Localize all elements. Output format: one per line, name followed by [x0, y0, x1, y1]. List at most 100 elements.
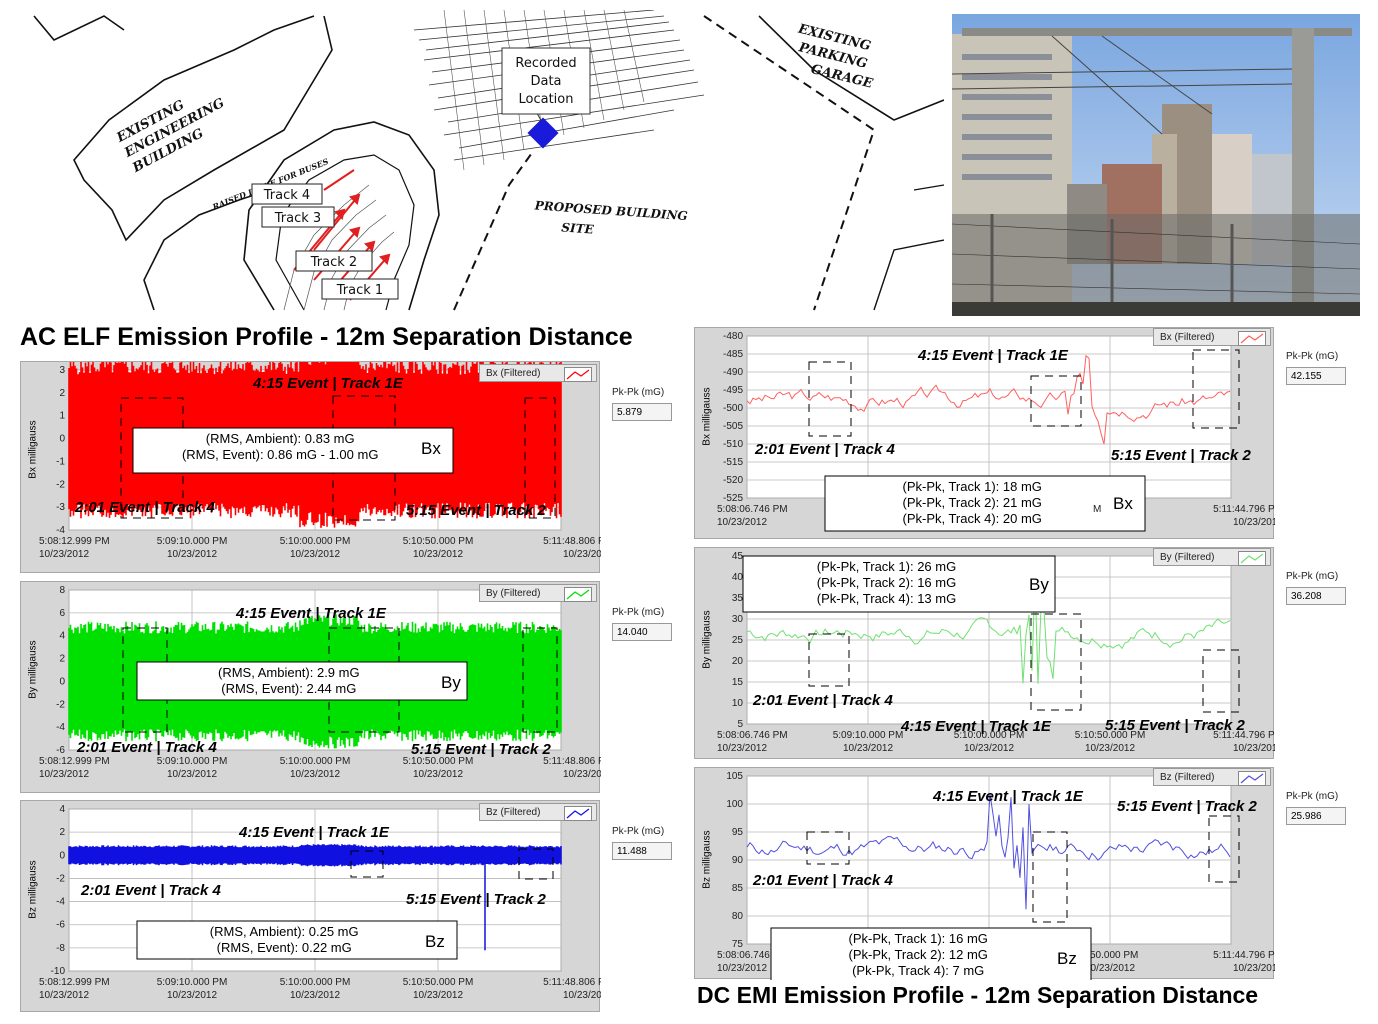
x-tick-date: 10/23/2012: [167, 769, 217, 780]
y-tick-label: 3: [59, 365, 65, 376]
x-tick-label: 5:10:00.000 PM: [954, 730, 1025, 741]
y-tick-label: 2: [59, 388, 65, 399]
event-bracket: [806, 831, 850, 865]
event-bracket: [1192, 349, 1240, 429]
x-tick-label: 5:08:12.999 PM: [39, 977, 110, 988]
x-tick-label: 5:09:10.000 PM: [833, 730, 904, 741]
y-tick-label: -8: [56, 943, 65, 954]
chart-ac_bz: 420-2-4-6-8-105:08:12.999 PM10/23/20125:…: [39, 804, 601, 1001]
y-tick-label: -10: [51, 966, 66, 977]
event-bracket: [1032, 831, 1068, 923]
info-line: (Pk-Pk, Track 1): 18 mG: [902, 479, 1041, 494]
y-tick-label: -1: [56, 456, 65, 467]
series-legend[interactable]: Bz (Filtered): [1153, 768, 1271, 786]
y-axis-label: Bx milligauss: [27, 420, 39, 479]
x-tick-date: 10/23/2012: [843, 743, 893, 754]
event-bracket: [1030, 375, 1082, 427]
event-bracket: [522, 627, 558, 733]
component-tag: By: [1029, 575, 1049, 594]
event-label: 4:15 Event | Track 1E: [235, 605, 387, 622]
series-legend[interactable]: Bx (Filtered): [479, 364, 597, 382]
series-legend[interactable]: By (Filtered): [1153, 548, 1271, 566]
info-line: (RMS, Ambient): 0.25 mG: [210, 924, 359, 939]
x-tick-date: 10/23/2012: [167, 549, 217, 560]
y-tick-label: 6: [59, 608, 65, 619]
pk-pk-label: Pk-Pk (mG): [612, 387, 665, 398]
y-tick-label: 2: [59, 654, 65, 665]
event-bracket: [122, 627, 168, 733]
series-legend[interactable]: By (Filtered): [479, 584, 597, 602]
info-line: (Pk-Pk, Track 4): 20 mG: [902, 511, 1041, 526]
y-tick-label: -515: [723, 457, 743, 468]
pk-pk-label: Pk-Pk (mG): [612, 826, 665, 837]
x-tick-label: 5:10:00.000 PM: [280, 756, 351, 767]
component-tag: By: [441, 673, 461, 692]
x-tick-label: 5:08:06.746: [717, 950, 770, 961]
signal-series: [746, 577, 1231, 684]
x-tick-date: 10/23/2012: [717, 963, 767, 974]
x-tick-date: 10/23/2012: [563, 549, 601, 560]
pk-pk-label: Pk-Pk (mG): [1286, 351, 1339, 362]
x-tick-date: 10/23/2012: [39, 549, 89, 560]
x-tick-date: 10/23/2012: [563, 990, 601, 1001]
event-bracket: [1208, 815, 1240, 883]
chart-dc_bx: -480-485-490-495-500-505-510-515-520-525…: [717, 331, 1275, 532]
x-tick-label: 5:08:06.746 PM: [717, 504, 788, 515]
series-legend[interactable]: Bx (Filtered): [1153, 328, 1271, 346]
y-tick-label: 0: [59, 676, 65, 687]
event-bracket: [808, 361, 852, 437]
chart-panel-dc_bz: 10510095908580755:08:06.74610/23/201210/…: [694, 767, 1275, 980]
y-tick-label: 45: [732, 551, 744, 562]
y-tick-label: 105: [726, 771, 743, 782]
x-tick-label: 5:10:50.000 PM: [403, 756, 474, 767]
pk-pk-value: 5.879: [612, 403, 672, 421]
info-box: [770, 927, 1092, 980]
x-tick-date: 10/23/2012: [39, 990, 89, 1001]
info-box: [132, 427, 454, 474]
x-tick-date: 10/23/2012: [413, 990, 463, 1001]
site-sketch: Recorded Data Location EXISTING ENGINEER…: [33, 10, 944, 311]
x-tick-date: 10/23/2012: [413, 769, 463, 780]
event-label: 2:01 Event | Track 4: [74, 499, 215, 516]
x-tick-label: 5:09:10.000 PM: [157, 977, 228, 988]
x-tick-label: 5:11:48.806 PM: [543, 756, 601, 767]
legend-swatch-icon: [1238, 771, 1266, 786]
y-tick-label: -495: [723, 385, 743, 396]
y-tick-label: 8: [59, 585, 65, 596]
y-axis-label: By milligauss: [27, 640, 39, 699]
event-bracket: [518, 848, 554, 880]
info-line: (Pk-Pk, Track 4): 7 mG: [852, 963, 984, 978]
legend-label: Bx (Filtered): [1160, 332, 1215, 343]
chart-panel-dc_bx: -480-485-490-495-500-505-510-515-520-525…: [694, 327, 1275, 539]
info-line: (Pk-Pk, Track 1): 16 mG: [848, 931, 987, 946]
y-tick-label: 1: [59, 411, 65, 422]
x-tick-label: 5:08:06.746 PM: [717, 730, 788, 741]
legend-label: By (Filtered): [486, 588, 541, 599]
info-line: (RMS, Event): 0.86 mG - 1.00 mG: [182, 447, 379, 462]
y-tick-label: -2: [56, 479, 65, 490]
x-tick-date: 10/23/2012: [717, 517, 767, 528]
y-tick-label: 85: [732, 883, 744, 894]
series-legend[interactable]: Bz (Filtered): [479, 803, 597, 821]
signal-series: [746, 793, 1231, 910]
y-tick-label: -525: [723, 493, 743, 504]
x-tick-label: 5:08:12.999 PM: [39, 756, 110, 767]
info-box: [136, 920, 458, 960]
x-tick-date: 10/23/2012: [290, 769, 340, 780]
y-tick-label: 5: [737, 719, 743, 730]
proposed-label-2: SITE: [561, 220, 595, 236]
x-tick-label: 5:11:44.796 PM: [1213, 730, 1275, 741]
info-line: (RMS, Event): 2.44 mG: [221, 681, 356, 696]
pk-pk-value: 42.155: [1286, 367, 1346, 385]
info-line: (Pk-Pk, Track 4): 13 mG: [817, 591, 956, 606]
x-tick-label: 5:10:50.000 PM: [403, 536, 474, 547]
event-label: 4:15 Event | Track 1E: [900, 718, 1052, 735]
event-label: 5:15 Event | Track 2: [406, 502, 546, 519]
pk-pk-value: 36.208: [1286, 587, 1346, 605]
x-tick-date: 10/23/2012: [1233, 963, 1275, 974]
